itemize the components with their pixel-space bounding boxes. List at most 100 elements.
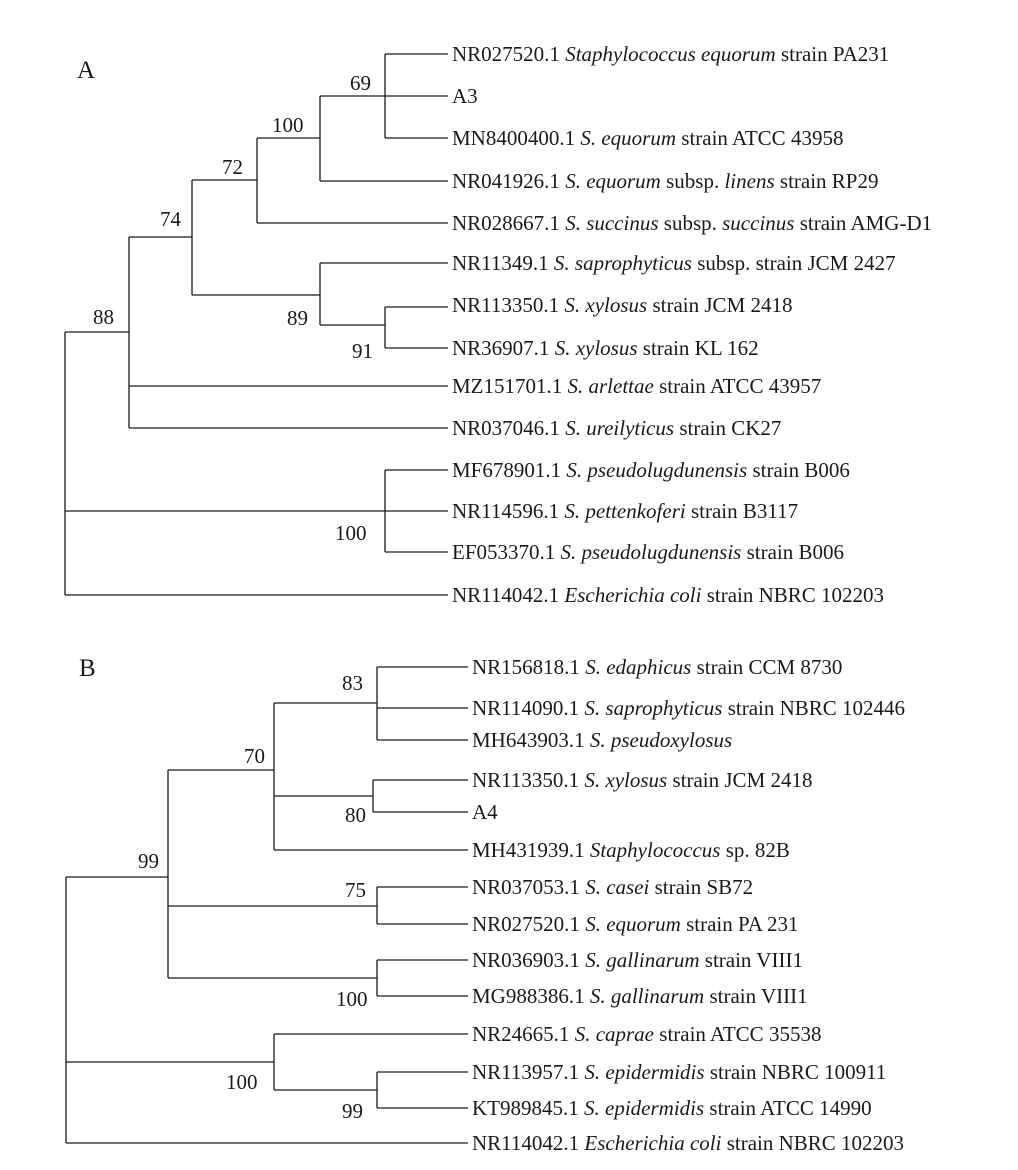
taxon-name-italic: S. epidermidis: [584, 1060, 704, 1084]
taxon-text: strain B006: [741, 540, 844, 564]
taxon-label: NR113350.1 S. xylosus strain JCM 2418: [472, 768, 813, 792]
taxon-name-italic: Escherichia coli: [583, 1131, 721, 1155]
bootstrap-value: 100: [226, 1070, 258, 1094]
taxon-name-italic: linens: [724, 169, 774, 193]
taxon-label: NR037053.1 S. casei strain SB72: [472, 875, 753, 899]
taxon-text: NR113957.1: [472, 1060, 584, 1084]
taxon-text: strain NBRC 100911: [705, 1060, 887, 1084]
taxon-label: NR114090.1 S. saprophyticus strain NBRC …: [472, 696, 905, 720]
panel-b-bootstrap-values: 83 70 80 99 75 100 100 99: [138, 671, 368, 1123]
taxon-text: A4: [472, 800, 498, 824]
taxon-label: NR114596.1 S. pettenkoferi strain B3117: [452, 499, 798, 523]
taxon-name-italic: S. ureilyticus: [565, 416, 674, 440]
taxon-text: strain ATCC 14990: [704, 1096, 871, 1120]
taxon-text: NR114596.1: [452, 499, 564, 523]
taxon-name-italic: S. succinus: [565, 211, 658, 235]
taxon-text: strain CCM 8730: [691, 655, 842, 679]
panel-b: B: [65, 655, 905, 1155]
taxon-label: A3: [452, 84, 478, 108]
taxon-label: MH643903.1 S. pseudoxylosus: [472, 728, 732, 752]
taxon-text: NR113350.1: [472, 768, 584, 792]
taxon-text: strain SB72: [649, 875, 753, 899]
taxon-label: KT989845.1 S. epidermidis strain ATCC 14…: [472, 1096, 872, 1120]
taxon-label: NR041926.1 S. equorum subsp. linens stra…: [452, 169, 878, 193]
taxon-text: NR027520.1: [452, 42, 565, 66]
taxon-text: strain RP29: [775, 169, 879, 193]
taxon-name-italic: succinus: [722, 211, 794, 235]
taxon-name-italic: S. pseudolugdunensis: [561, 540, 742, 564]
bootstrap-value: 70: [244, 744, 265, 768]
taxon-text: MF678901.1: [452, 458, 566, 482]
bootstrap-value: 75: [345, 878, 366, 902]
taxon-label: NR113350.1 S. xylosus strain JCM 2418: [452, 293, 793, 317]
taxon-name-italic: S. edaphicus: [585, 655, 691, 679]
bootstrap-value: 100: [336, 987, 368, 1011]
taxon-text: strain NBRC 102203: [721, 1131, 904, 1155]
taxon-text: NR028667.1: [452, 211, 565, 235]
taxon-text: MG988386.1: [472, 984, 590, 1008]
taxon-name-italic: S. gallinarum: [590, 984, 704, 1008]
taxon-text: strain ATCC 43958: [676, 126, 843, 150]
taxon-text: strain JCM 2418: [647, 293, 792, 317]
taxon-name-italic: S. gallinarum: [585, 948, 699, 972]
bootstrap-value: 69: [350, 71, 371, 95]
taxon-label: NR028667.1 S. succinus subsp. succinus s…: [452, 211, 932, 235]
taxon-name-italic: S. pettenkoferi: [564, 499, 685, 523]
taxon-label: NR114042.1 Escherichia coli strain NBRC …: [472, 1131, 904, 1155]
taxon-label: MG988386.1 S. gallinarum strain VIII1: [472, 984, 808, 1008]
taxon-name-italic: S. arlettae: [568, 374, 654, 398]
taxon-label: NR037046.1 S. ureilyticus strain CK27: [452, 416, 781, 440]
taxon-text: strain B006: [747, 458, 850, 482]
taxon-name-italic: S. epidermidis: [584, 1096, 704, 1120]
taxon-text: NR113350.1: [452, 293, 564, 317]
taxon-name-italic: S. caprae: [575, 1022, 654, 1046]
taxon-text: strain CK27: [674, 416, 781, 440]
taxon-text: strain VIII1: [704, 984, 807, 1008]
taxon-text: NR037046.1: [452, 416, 565, 440]
taxon-label: NR027520.1 S. equorum strain PA 231: [472, 912, 799, 936]
taxon-text: KT989845.1: [472, 1096, 584, 1120]
taxon-text: strain ATCC 43957: [654, 374, 821, 398]
taxon-text: strain JCM 2418: [667, 768, 812, 792]
taxon-text: strain VIII1: [700, 948, 803, 972]
panel-a-taxon-labels: NR027520.1 Staphylococcus equorum strain…: [452, 42, 932, 607]
taxon-label: NR11349.1 S. saprophyticus subsp. strain…: [452, 251, 896, 275]
panel-a-branches: [64, 53, 448, 596]
bootstrap-value: 99: [342, 1099, 363, 1123]
panel-a: A: [64, 42, 932, 607]
taxon-name-italic: S. saprophyticus: [554, 251, 692, 275]
taxon-name-italic: Staphylococcus: [590, 838, 721, 862]
panel-a-bootstrap-values: 69 100 72 74 88 89 91 100: [93, 71, 373, 545]
taxon-text: MH431939.1: [472, 838, 590, 862]
taxon-name-italic: S. equorum: [580, 126, 676, 150]
taxon-name-italic: S. equorum: [565, 169, 661, 193]
taxon-label: NR036903.1 S. gallinarum strain VIII1: [472, 948, 803, 972]
taxon-text: MZ151701.1: [452, 374, 568, 398]
bootstrap-value: 88: [93, 305, 114, 329]
taxon-text: NR36907.1: [452, 336, 555, 360]
taxon-label: MZ151701.1 S. arlettae strain ATCC 43957: [452, 374, 821, 398]
taxon-label: NR24665.1 S. caprae strain ATCC 35538: [472, 1022, 821, 1046]
panel-a-label: A: [77, 57, 95, 84]
taxon-label: A4: [472, 800, 498, 824]
bootstrap-value: 72: [222, 155, 243, 179]
bootstrap-value: 80: [345, 803, 366, 827]
taxon-name-italic: S. xylosus: [584, 768, 667, 792]
taxon-text: NR114090.1: [472, 696, 584, 720]
taxon-name-italic: S. pseudolugdunensis: [566, 458, 747, 482]
taxon-text: strain PA 231: [681, 912, 799, 936]
taxon-text: NR036903.1: [472, 948, 585, 972]
taxon-text: EF053370.1: [452, 540, 561, 564]
taxon-text: subsp. strain JCM 2427: [692, 251, 896, 275]
taxon-name-italic: S. xylosus: [564, 293, 647, 317]
bootstrap-value: 100: [335, 521, 367, 545]
taxon-text: strain AMG-D1: [794, 211, 932, 235]
bootstrap-value: 99: [138, 849, 159, 873]
taxon-name-italic: S. pseudoxylosus: [590, 728, 732, 752]
taxon-name-italic: S. equorum: [585, 912, 681, 936]
taxon-label: EF053370.1 S. pseudolugdunensis strain B…: [452, 540, 844, 564]
taxon-text: subsp.: [659, 211, 723, 235]
panel-b-label: B: [79, 655, 96, 682]
taxon-label: NR114042.1 Escherichia coli strain NBRC …: [452, 583, 884, 607]
